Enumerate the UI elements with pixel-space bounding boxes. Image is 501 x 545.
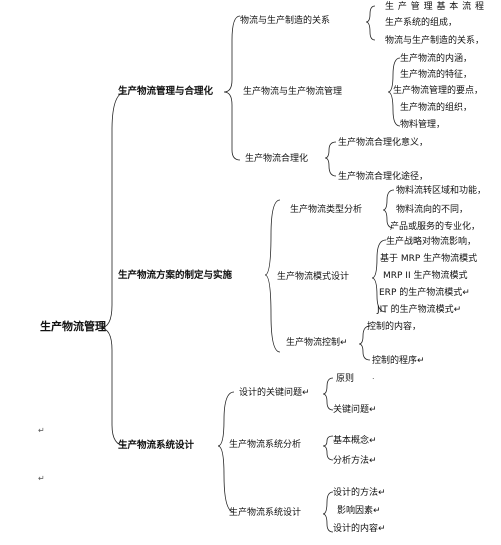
brace-1-3 bbox=[324, 141, 337, 177]
leaf-2-1-2: 物料流向的不同， bbox=[396, 205, 469, 215]
leaf-3-3-3: 设计的内容↵ bbox=[333, 524, 386, 534]
node-2-3: 生产物流控制↵ bbox=[286, 338, 348, 348]
leaf-2-2-5: JIT 的生产物流模式↵ bbox=[377, 305, 462, 315]
leaf-3-1-1: 原则 bbox=[336, 374, 355, 384]
leaf-3-2-2: 分析方法↵ bbox=[333, 456, 377, 466]
branch-3-label: 生产物流系统设计 bbox=[118, 440, 195, 451]
leaf-3-3-1: 设计的方法↵ bbox=[333, 488, 386, 498]
brace-3-3 bbox=[322, 491, 334, 533]
branch3-brace bbox=[217, 391, 235, 513]
leaf-1-2-1: 生产物流的内涵， bbox=[400, 54, 473, 64]
brace-2-1 bbox=[382, 189, 395, 229]
node-1-1: 物流与生产制造的关系 bbox=[240, 16, 331, 26]
brace-1-2 bbox=[387, 57, 401, 127]
leaf-2-3-1: 控制的内容， bbox=[367, 322, 422, 332]
paragraph-mark-1: ↵ bbox=[38, 426, 45, 435]
node-3-3: 生产物流系统设计 bbox=[229, 508, 302, 518]
leaf-2-1-3: 产品或服务的专业化， bbox=[390, 222, 481, 232]
branch-2-label: 生产物流方案的制定与实施 bbox=[118, 270, 233, 281]
node-3-1: 设计的关键问题↵ bbox=[239, 388, 310, 398]
brace-2-3 bbox=[358, 325, 371, 361]
leaf-3-2-1: 基本概念↵ bbox=[333, 436, 377, 446]
leaf-2-3-2: 控制的程序↵ bbox=[372, 356, 425, 366]
node-2-2: 生产物流模式设计 bbox=[277, 272, 350, 282]
brace-3-1 bbox=[322, 377, 334, 411]
branch2-brace bbox=[264, 199, 281, 353]
branch-1-label: 生产物流管理与合理化 bbox=[118, 86, 214, 97]
node-3-2: 生产物流系统分析 bbox=[229, 440, 302, 450]
brace-3-2 bbox=[322, 435, 334, 461]
node-1-2: 生产物流与生产物流管理 bbox=[243, 87, 343, 97]
node-2-1: 生产物流类型分析 bbox=[290, 205, 363, 215]
leaf-3-3-2: 影响因素↵ bbox=[337, 506, 381, 516]
leaf-2-2-2: 基于 MRP 生产物流模式 bbox=[380, 254, 478, 264]
leaf-1-2-2: 生产物流的特征， bbox=[400, 70, 473, 80]
branch1-brace bbox=[223, 15, 241, 161]
brace-1-1 bbox=[365, 5, 376, 41]
dot-mark: . bbox=[372, 372, 375, 381]
leaf-1-1-2: 生产系统的组成， bbox=[385, 18, 458, 28]
root-brace bbox=[99, 91, 127, 447]
brace-2-2 bbox=[371, 239, 387, 313]
leaf-1-1-3: 物流与生产制造的关系， bbox=[385, 36, 485, 46]
leaf-1-3-1: 生产物流合理化意义， bbox=[338, 138, 429, 148]
leaf-1-1-1: 生 产 管 理 基 本 流 程 bbox=[385, 2, 485, 12]
leaf-2-2-4: ERP 的生产物流模式↵ bbox=[379, 288, 470, 298]
leaf-1-2-4: 生产物流的组织， bbox=[400, 103, 473, 113]
leaf-1-2-3: 生产物流管理的要点， bbox=[393, 86, 484, 96]
leaf-2-1-1: 物料流转区域和功能， bbox=[396, 186, 487, 196]
leaf-1-3-2: 生产物流合理化途径， bbox=[338, 172, 429, 182]
root-node: 生产物流管理 bbox=[40, 320, 106, 333]
leaf-1-2-5: 物料管理， bbox=[400, 120, 446, 130]
leaf-3-1-2: 关键问题↵ bbox=[333, 405, 377, 415]
node-1-3: 生产物流合理化 bbox=[245, 154, 309, 164]
leaf-2-2-3: MRP II 生产物流模式 bbox=[383, 271, 468, 281]
paragraph-mark-2: ↵ bbox=[38, 474, 45, 483]
leaf-2-2-1: 生产战略对物流影响， bbox=[386, 237, 477, 247]
